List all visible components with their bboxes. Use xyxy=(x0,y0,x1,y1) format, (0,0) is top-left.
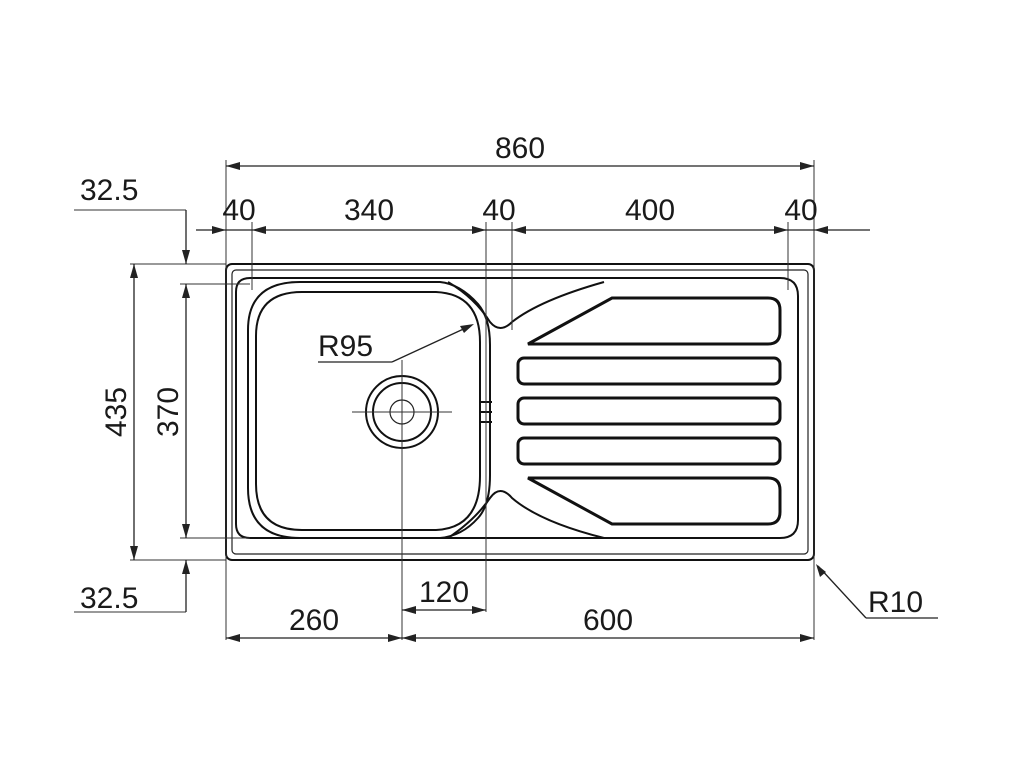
bowl-outer xyxy=(247,281,491,539)
bottom-offset-label: 32.5 xyxy=(80,582,138,615)
left-margin-label: 40 xyxy=(222,194,255,227)
dim-segment-row: 40 340 40 400 40 xyxy=(196,194,870,234)
drainer-groove-5 xyxy=(527,476,782,526)
drainer-width-label: 400 xyxy=(625,194,675,227)
bowl-inner xyxy=(255,291,481,531)
bowl-height-label: 370 xyxy=(152,387,185,437)
drain-to-right-label: 600 xyxy=(583,604,633,637)
dim-bowl-radius: R95 xyxy=(318,324,474,363)
sink-outer-rim xyxy=(225,263,815,561)
sink-outline xyxy=(225,263,815,640)
dim-overall-height: 435 xyxy=(100,264,138,560)
dim-overall-width: 860 xyxy=(226,132,814,170)
dim-bowl-height: 370 xyxy=(152,284,190,538)
overall-height-label: 435 xyxy=(100,387,133,437)
bowl-width-label: 340 xyxy=(344,194,394,227)
divider-label: 40 xyxy=(482,194,515,227)
sink-deck-outline xyxy=(235,277,799,539)
bowl-radius-label: R95 xyxy=(318,330,373,363)
drain-offset-label: 260 xyxy=(289,604,339,637)
drain-to-divider-label: 120 xyxy=(419,576,469,609)
extension-lines xyxy=(74,160,815,640)
drainer-groove-3 xyxy=(516,396,782,426)
right-margin-label: 40 xyxy=(784,194,817,227)
dim-offsets: 32.5 32.5 xyxy=(80,174,190,615)
divider-ridge-top xyxy=(447,281,605,329)
top-offset-label: 32.5 xyxy=(80,174,138,207)
sink-inner-rim xyxy=(231,269,809,555)
dim-bottom-row: 260 600 xyxy=(226,604,814,642)
dim-drain-to-divider: 120 xyxy=(402,576,486,614)
dim-corner-radius: R10 xyxy=(816,564,938,619)
corner-radius-label: R10 xyxy=(868,586,923,619)
overall-width-label: 860 xyxy=(495,132,545,165)
drainer-groove-4 xyxy=(516,436,782,466)
drainer-groove-1 xyxy=(527,296,782,346)
drainer-groove-2 xyxy=(516,356,782,386)
drainer-grooves xyxy=(516,296,782,526)
divider-ridge-bottom xyxy=(447,490,605,539)
